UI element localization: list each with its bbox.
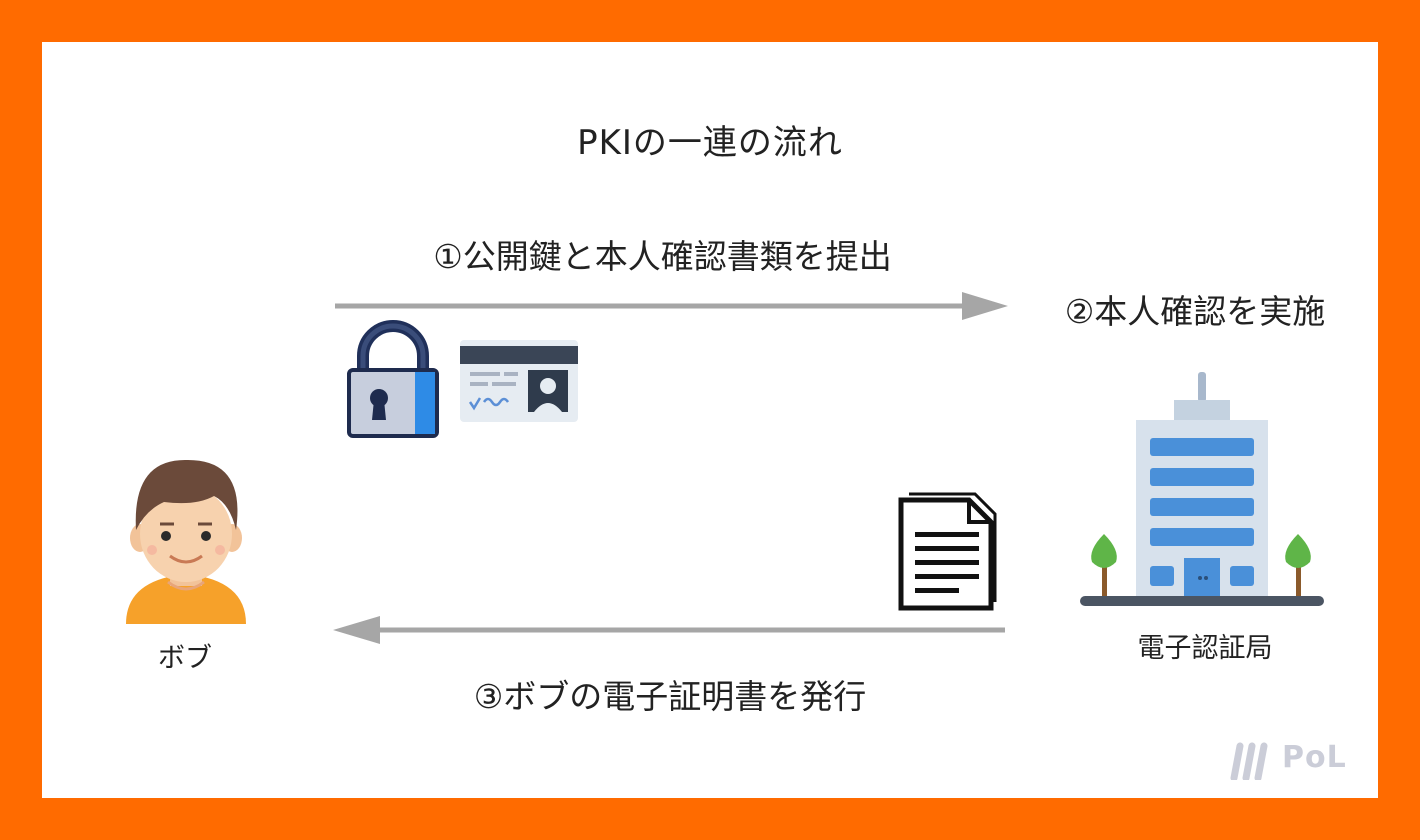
submit-arrow (335, 292, 1008, 320)
step3-label: ③ボブの電子証明書を発行 (473, 677, 867, 716)
ca-label: 電子認証局 (1137, 633, 1273, 664)
pol-logo-text: PoL (1282, 740, 1347, 775)
pol-logo (1230, 742, 1268, 780)
diagram-title: PKIの一連の流れ (577, 123, 843, 163)
step2-label: ②本人確認を実施 (1064, 292, 1326, 331)
step1-label: ①公開鍵と本人確認書類を提出 (433, 237, 892, 276)
person-icon (126, 459, 246, 624)
id-card-icon (460, 340, 578, 422)
issue-arrow (333, 616, 1005, 644)
building-icon (1080, 372, 1324, 606)
document-icon (898, 492, 997, 611)
bob-label: ボブ (158, 643, 212, 674)
padlock-icon (347, 320, 439, 438)
